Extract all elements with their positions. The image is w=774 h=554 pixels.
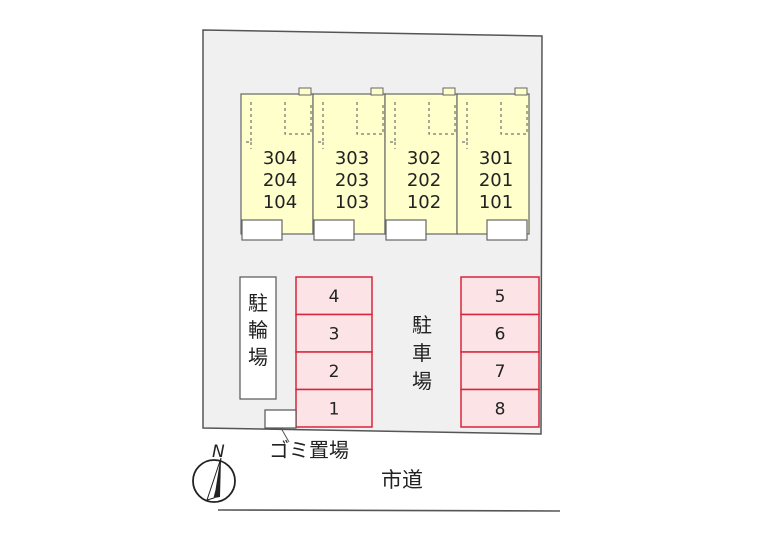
unit-number: 201 xyxy=(479,170,513,191)
balcony-dashed xyxy=(388,102,396,143)
parking-area-char-1: 駐 xyxy=(412,313,432,337)
bicycle-parking-char-2: 輪 xyxy=(248,318,268,342)
parking-slot-box xyxy=(460,388,540,428)
parking-slot-box xyxy=(460,276,540,316)
building-outline xyxy=(240,93,314,235)
entrance-box xyxy=(313,219,355,241)
parking-slot-number: 6 xyxy=(495,325,506,345)
unit-number: 304 xyxy=(263,148,297,169)
parking-slot-number: 8 xyxy=(495,400,506,420)
building-notch xyxy=(370,87,384,96)
parking-slot: 1 xyxy=(295,388,373,428)
garbage-station-label: ゴミ置場 xyxy=(269,438,349,462)
building-outline xyxy=(456,93,530,235)
balcony-dashed xyxy=(284,102,312,135)
compass-label: N xyxy=(212,442,225,462)
parking-slot-number: 4 xyxy=(329,287,340,307)
parking-slot-number: 1 xyxy=(329,400,340,420)
unit-number: 301 xyxy=(479,148,513,169)
parking-slot-box xyxy=(295,313,373,353)
building-outline xyxy=(312,93,386,235)
balcony-dashed xyxy=(500,102,528,135)
parking-slot: 2 xyxy=(295,351,373,391)
bicycle-parking-char-1: 駐 xyxy=(248,291,268,315)
balcony-dashed xyxy=(316,102,324,143)
entrance-box xyxy=(241,219,283,241)
building-notch xyxy=(298,87,312,96)
entrance-box xyxy=(385,219,427,241)
building-notch xyxy=(514,87,528,96)
parking-area-char-2: 車 xyxy=(412,341,432,365)
unit-number: 302 xyxy=(407,148,441,169)
parking-slot: 8 xyxy=(460,388,540,428)
bicycle-parking-char-3: 場 xyxy=(248,345,268,369)
parking-slot-number: 3 xyxy=(329,325,340,345)
parking-slot-box xyxy=(460,313,540,353)
parking-slot: 7 xyxy=(460,351,540,391)
north-arrow-icon xyxy=(192,457,236,503)
unit-number: 202 xyxy=(407,170,441,191)
balcony-dashed xyxy=(428,102,456,135)
parking-slot: 5 xyxy=(460,276,540,316)
unit-number: 203 xyxy=(335,170,369,191)
parking-slot: 6 xyxy=(460,313,540,353)
parking-slot: 4 xyxy=(295,276,373,316)
unit-number: 101 xyxy=(479,192,513,213)
unit-number: 204 xyxy=(263,170,297,191)
balcony-dashed xyxy=(244,102,252,143)
parking-slot: 3 xyxy=(295,313,373,353)
road-label: 市道 xyxy=(381,468,423,492)
parking-slot-box xyxy=(295,388,373,428)
parking-slot-box xyxy=(295,276,373,316)
balcony-dashed xyxy=(460,102,468,143)
parking-slot-box xyxy=(460,351,540,391)
parking-slot-number: 2 xyxy=(329,362,340,382)
garbage-station-box xyxy=(264,409,297,429)
balcony-dashed xyxy=(356,102,384,135)
unit-number: 303 xyxy=(335,148,369,169)
parking-slot-box xyxy=(295,351,373,391)
garbage-leader-line xyxy=(280,427,290,443)
parking-slots-left: 4 3 2 1 xyxy=(295,276,373,428)
parking-slot-number: 7 xyxy=(495,362,506,382)
parking-slots-right: 5 6 7 8 xyxy=(460,276,540,428)
entrance-box xyxy=(486,219,528,241)
unit-number: 103 xyxy=(335,192,369,213)
unit-number: 104 xyxy=(263,192,297,213)
unit-number: 102 xyxy=(407,192,441,213)
road-line xyxy=(217,509,561,512)
parking-slot-number: 5 xyxy=(495,287,506,307)
bicycle-parking-box xyxy=(239,276,277,400)
parking-area-char-3: 場 xyxy=(412,369,432,393)
building-notch xyxy=(442,87,456,96)
